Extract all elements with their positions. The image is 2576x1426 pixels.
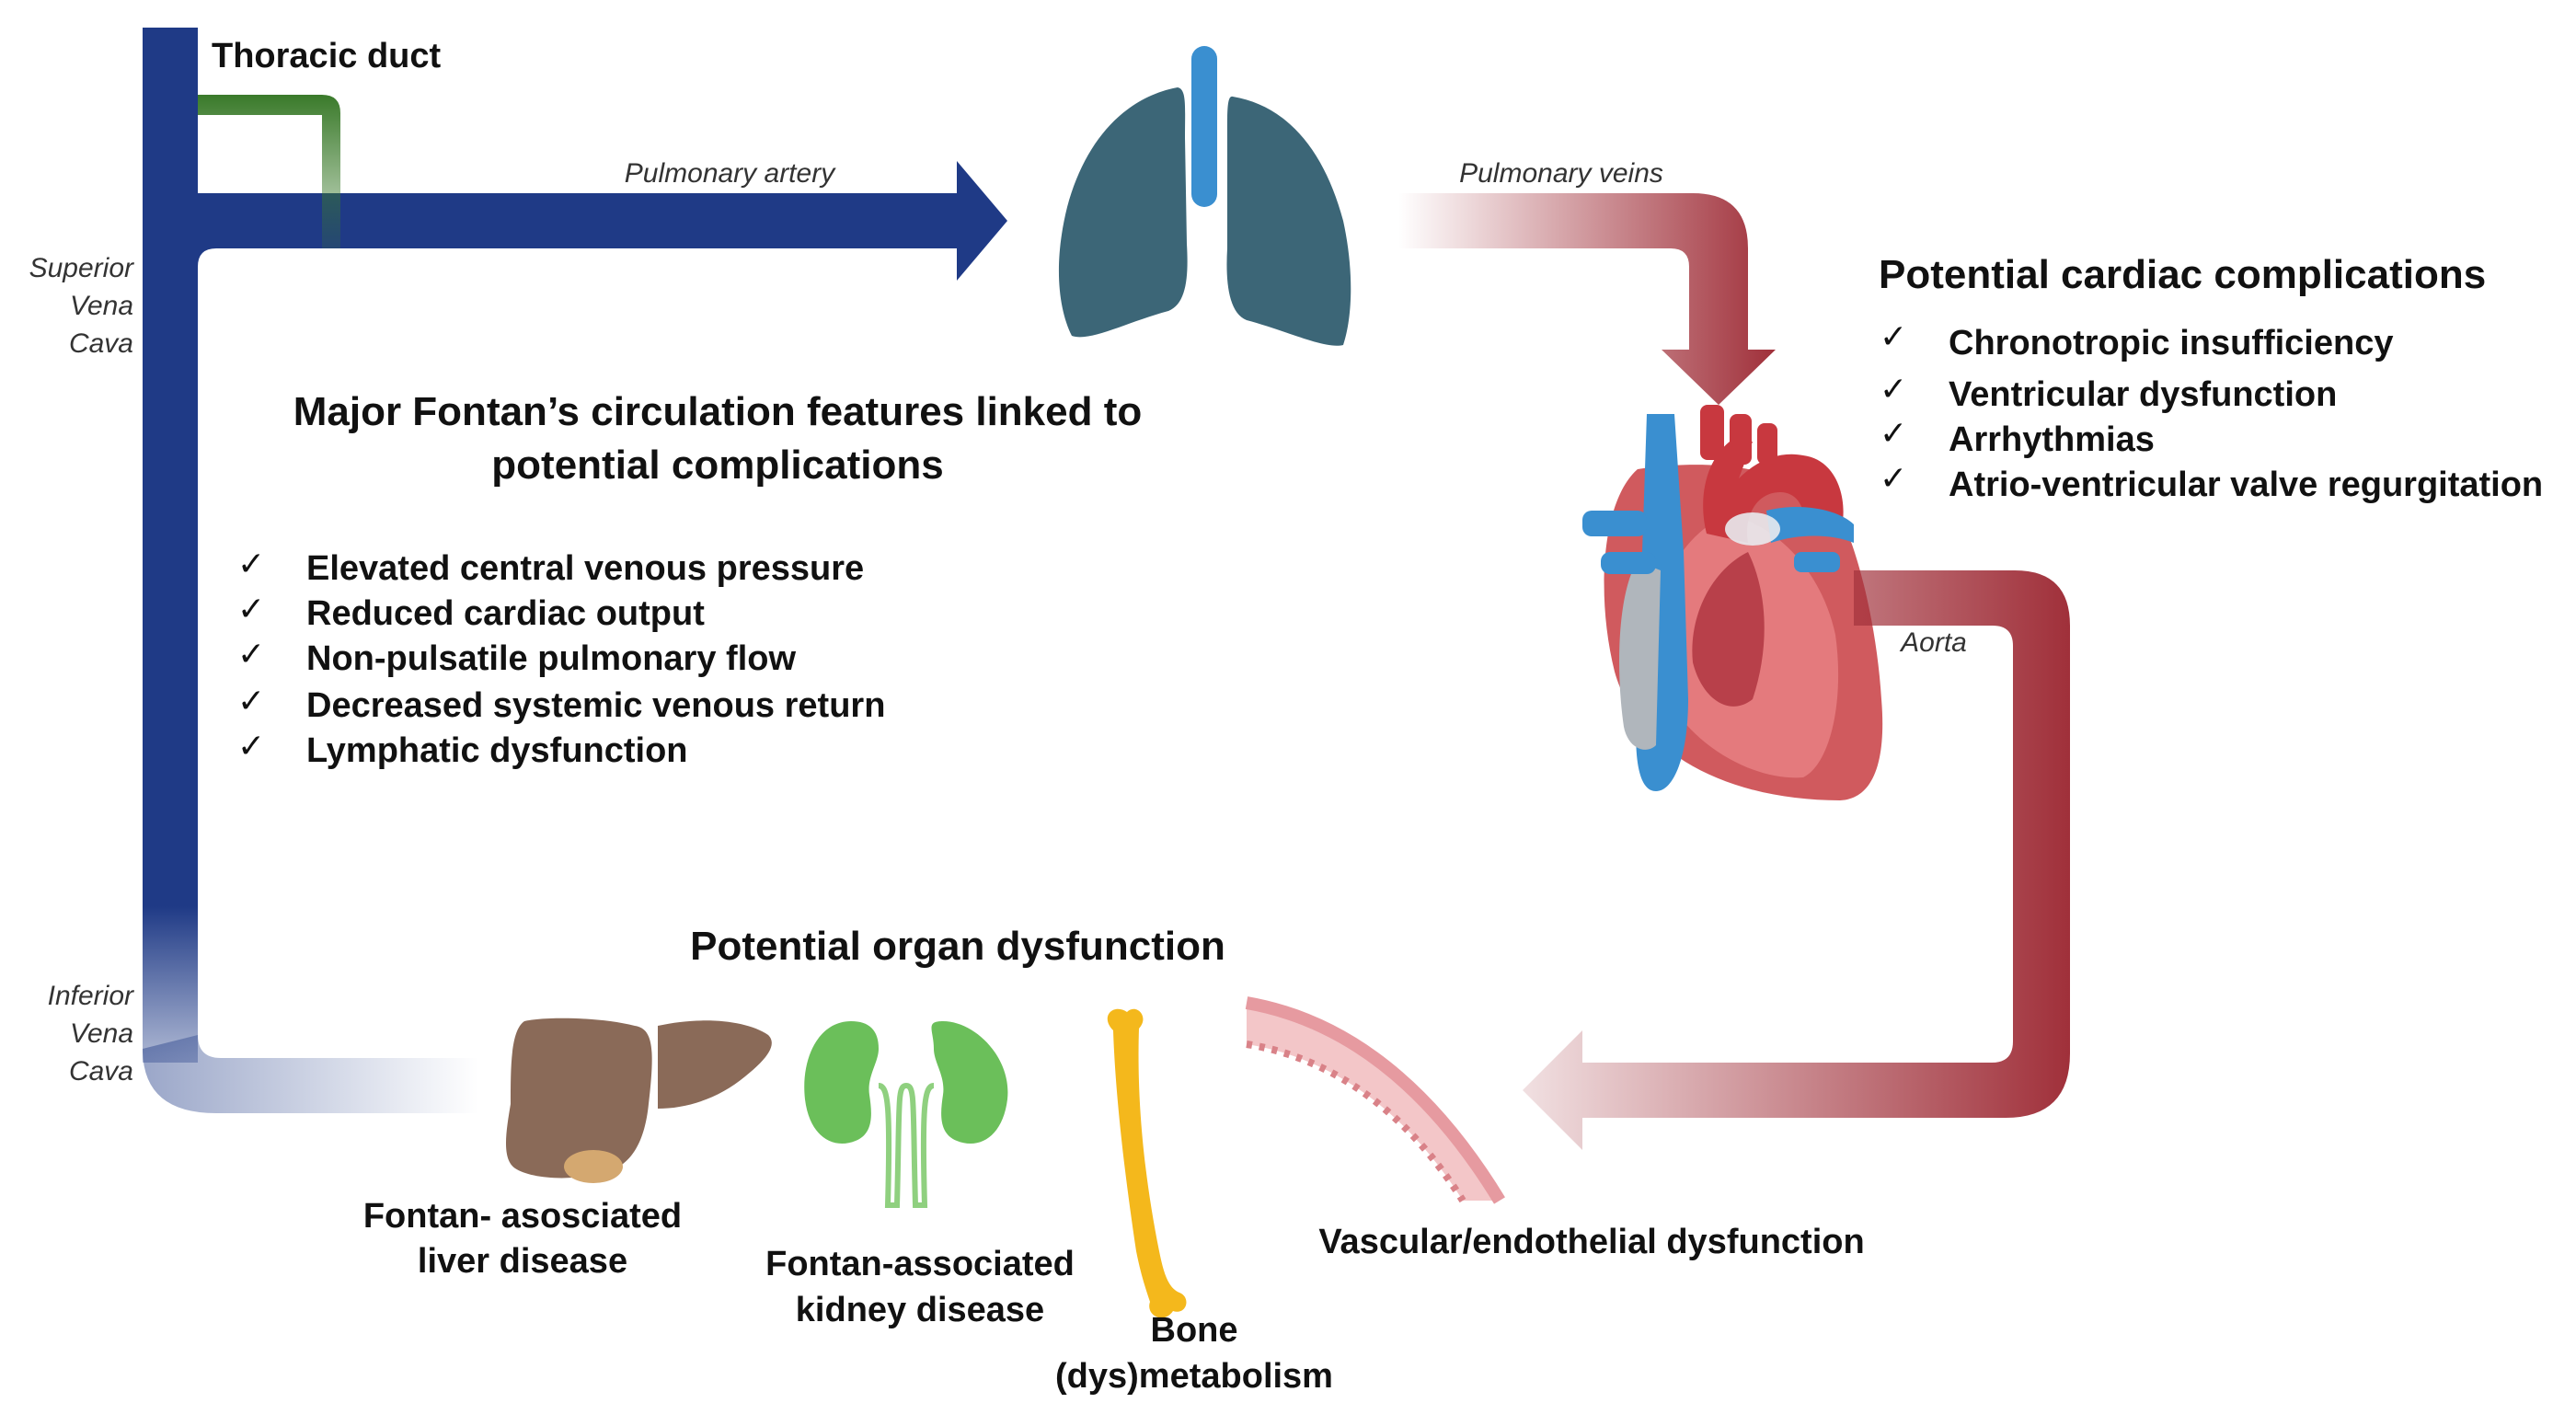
aorta-label: Aorta bbox=[1899, 627, 1967, 658]
check-mark-icon: ✓ bbox=[1880, 415, 1907, 453]
cardiac-list: ✓ Chronotropic insufficiency ✓ Ventricul… bbox=[1880, 318, 2543, 504]
right-lung-icon bbox=[1226, 96, 1351, 346]
aorta-arrow bbox=[1523, 570, 2070, 1150]
superior-vena-cava bbox=[143, 28, 198, 906]
cardiac-item: Arrhythmias bbox=[1949, 420, 2155, 459]
check-mark-icon: ✓ bbox=[237, 636, 265, 673]
check-mark-icon: ✓ bbox=[237, 728, 265, 765]
cardiac-item: Ventricular dysfunction bbox=[1949, 375, 2337, 414]
cardiac-item: Atrio-ventricular valve regurgitation bbox=[1949, 466, 2543, 504]
pulmonary-artery-arrow bbox=[143, 161, 1007, 281]
kidney-label-line-1: Fontan-associated bbox=[765, 1245, 1075, 1283]
bone-label-line-1: Bone bbox=[1151, 1311, 1238, 1350]
liver-icon bbox=[506, 1018, 772, 1183]
svc-label-line-1: Superior bbox=[29, 253, 134, 283]
bone-icon bbox=[1107, 1008, 1187, 1318]
svc-label-line-2: Vena bbox=[70, 291, 133, 321]
liver-label-line-1: Fontan- asosciated bbox=[363, 1197, 682, 1236]
check-mark-icon: ✓ bbox=[237, 546, 265, 583]
trachea-icon bbox=[1191, 46, 1217, 207]
feature-item: Elevated central venous pressure bbox=[306, 549, 864, 588]
check-mark-icon: ✓ bbox=[237, 591, 265, 628]
feature-item: Decreased systemic venous return bbox=[306, 686, 885, 725]
main-title-line-2: potential complications bbox=[491, 443, 943, 488]
kidney-icon bbox=[804, 1021, 1008, 1208]
feature-item: Non-pulsatile pulmonary flow bbox=[306, 639, 796, 678]
svc-label-line-3: Cava bbox=[69, 328, 133, 359]
kidney-label-line-2: kidney disease bbox=[796, 1291, 1044, 1329]
pulmonary-artery-label: Pulmonary artery bbox=[625, 158, 836, 189]
cardiac-title: Potential cardiac complications bbox=[1879, 252, 2486, 297]
check-mark-icon: ✓ bbox=[1880, 318, 1907, 356]
feature-item: Lymphatic dysfunction bbox=[306, 731, 688, 770]
heart-icon bbox=[1582, 405, 1883, 800]
main-title-line-1: Major Fontan’s circulation features link… bbox=[293, 389, 1143, 434]
thoracic-duct-label: Thoracic duct bbox=[212, 37, 441, 75]
ivc-label-line-3: Cava bbox=[69, 1056, 133, 1087]
blood-vessel-wall-icon bbox=[1245, 996, 1505, 1204]
pulmonary-veins-arrow bbox=[1398, 193, 1776, 405]
ivc-label-line-2: Vena bbox=[70, 1018, 133, 1049]
feature-item: Reduced cardiac output bbox=[306, 594, 705, 633]
liver-label-line-2: liver disease bbox=[418, 1242, 627, 1281]
bone-label-line-2: (dys)metabolism bbox=[1055, 1357, 1333, 1396]
left-lung-icon bbox=[1058, 87, 1188, 338]
pulmonary-veins-label: Pulmonary veins bbox=[1459, 158, 1663, 189]
organ-title: Potential organ dysfunction bbox=[690, 924, 1225, 969]
ivc-label-line-1: Inferior bbox=[48, 981, 134, 1011]
vascular-label: Vascular/endothelial dysfunction bbox=[1318, 1223, 1864, 1261]
inferior-vena-cava bbox=[143, 906, 478, 1113]
check-mark-icon: ✓ bbox=[1880, 460, 1907, 498]
thoracic-duct-vessel bbox=[198, 95, 340, 248]
lungs-icon bbox=[1058, 46, 1351, 346]
check-mark-icon: ✓ bbox=[1880, 371, 1907, 408]
check-mark-icon: ✓ bbox=[237, 683, 265, 720]
main-features-list: ✓ Elevated central venous pressure ✓ Red… bbox=[237, 546, 885, 770]
cardiac-item: Chronotropic insufficiency bbox=[1949, 324, 2393, 362]
